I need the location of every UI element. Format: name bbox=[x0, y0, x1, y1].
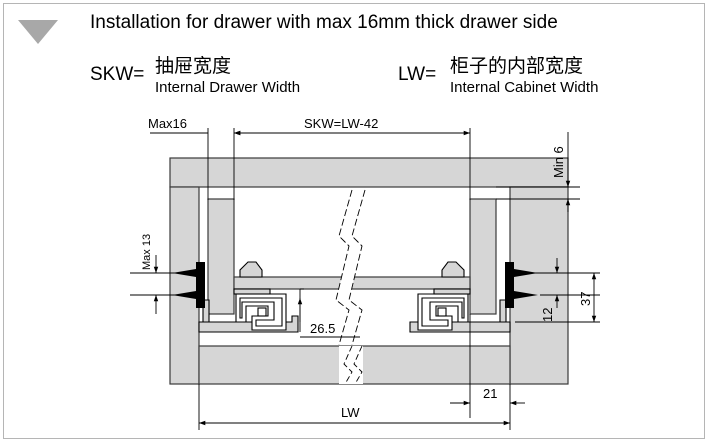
lw-english-label: Internal Cabinet Width bbox=[450, 79, 598, 96]
dim-37-label: 37 bbox=[578, 292, 593, 306]
dim-26-5-label: 26.5 bbox=[310, 321, 335, 336]
cabinet-top-panel bbox=[169, 157, 569, 188]
dim-skw-formula-label: SKW=LW-42 bbox=[304, 116, 378, 131]
dimension-lines bbox=[130, 128, 600, 430]
skw-abbr: SKW= bbox=[90, 64, 144, 85]
skw-english-label: Internal Drawer Width bbox=[155, 79, 300, 96]
header-triangle-icon bbox=[18, 20, 58, 44]
skw-chinese-label: 抽屉宽度 bbox=[155, 55, 231, 77]
dim-max16-label: Max16 bbox=[148, 116, 187, 131]
break-mark bbox=[335, 189, 366, 385]
cabinet-left-side bbox=[169, 186, 200, 385]
drawer-left-side bbox=[207, 198, 235, 315]
page-title: Installation for drawer with max 16mm th… bbox=[90, 12, 558, 33]
diagram-frame bbox=[3, 3, 705, 439]
drawer-right-side bbox=[469, 198, 497, 315]
dim-min6-label: Min 6 bbox=[551, 146, 566, 178]
dim-12-label: 12 bbox=[540, 308, 555, 322]
dim-lw-label: LW bbox=[341, 405, 360, 420]
dim-21-label: 21 bbox=[483, 386, 497, 401]
right-slide-runner bbox=[409, 261, 511, 333]
lw-chinese-label: 柜子的内部宽度 bbox=[450, 55, 583, 77]
cabinet-right-side bbox=[509, 186, 569, 385]
screw-icon bbox=[514, 291, 538, 299]
lw-abbr: LW= bbox=[398, 64, 436, 85]
dim-max13-label: Max 13 bbox=[141, 234, 153, 270]
